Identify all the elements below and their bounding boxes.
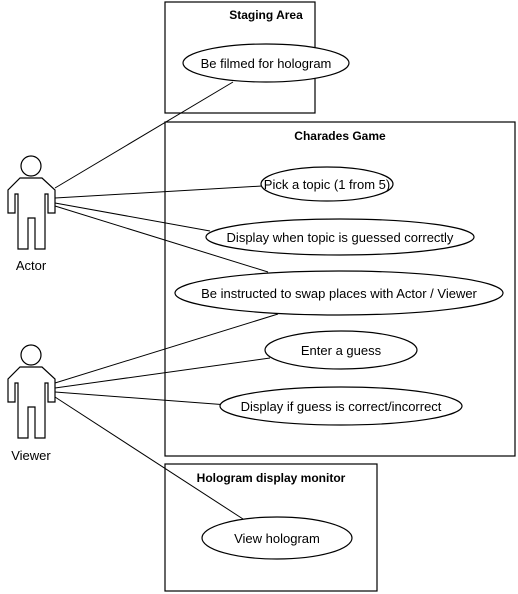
- assoc-actor-filmed: [54, 81, 234, 189]
- assoc-viewer-swap: [54, 313, 279, 384]
- associations: [54, 81, 279, 520]
- system-title-staging: Staging Area: [229, 8, 303, 22]
- use-case-display-correct: Display if guess is correct/incorrect: [219, 386, 463, 426]
- use-case-label: Be filmed for hologram: [201, 56, 332, 71]
- use-case-filmed: Be filmed for hologram: [182, 43, 350, 83]
- viewer-head: [20, 344, 42, 366]
- use-case-label: Display if guess is correct/incorrect: [241, 399, 442, 414]
- use-case-pick-topic: Pick a topic (1 from 5): [260, 166, 394, 202]
- viewer-label: Viewer: [11, 448, 51, 463]
- use-case-label: Be instructed to swap places with Actor …: [201, 286, 477, 301]
- use-case-view-hologram: View hologram: [201, 516, 353, 560]
- viewer-body: [7, 366, 56, 439]
- assoc-viewer-view-hologram: [54, 396, 244, 520]
- assoc-viewer-enter-guess: [54, 357, 271, 389]
- use-case-display-guessed: Display when topic is guessed correctly: [205, 218, 475, 256]
- system-title-hologram: Hologram display monitor: [197, 471, 346, 485]
- use-case-label: Pick a topic (1 from 5): [264, 177, 390, 192]
- actor-head: [20, 155, 42, 177]
- assoc-viewer-display-correct: [54, 391, 229, 406]
- viewer-figure: Viewer: [7, 344, 56, 463]
- actor-figure: Actor: [7, 155, 56, 273]
- use-case-enter-guess: Enter a guess: [264, 330, 418, 370]
- system-title-charades: Charades Game: [294, 129, 386, 143]
- use-case-label: View hologram: [234, 531, 320, 546]
- assoc-actor-pick-topic: [54, 185, 263, 199]
- assoc-actor-swap: [54, 205, 269, 273]
- actor-body: [7, 177, 56, 250]
- actor-label: Actor: [16, 258, 47, 273]
- assoc-actor-display-guessed: [54, 202, 211, 232]
- use-case-label: Display when topic is guessed correctly: [227, 230, 454, 245]
- use-case-swap: Be instructed to swap places with Actor …: [174, 270, 504, 316]
- use-case-label: Enter a guess: [301, 343, 382, 358]
